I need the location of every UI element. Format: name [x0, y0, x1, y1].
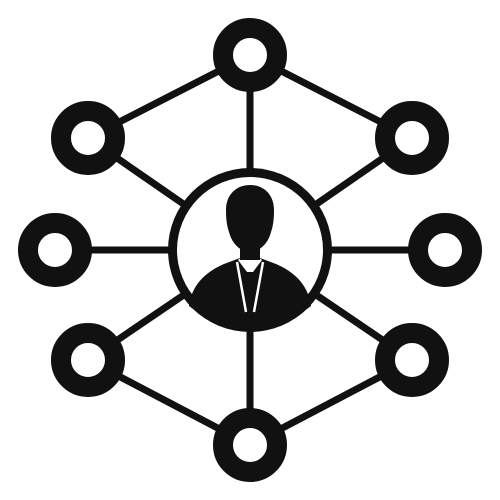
node-top-circle — [213, 18, 287, 92]
node-upper-right-circle — [375, 101, 449, 175]
avatar-tie-shape — [244, 272, 256, 318]
center-hub — [168, 168, 332, 332]
businessman-avatar-icon — [189, 185, 311, 324]
node-left-circle — [18, 213, 92, 287]
avatar-collar-shape — [238, 257, 262, 276]
outer-nodes — [18, 18, 482, 482]
node-upper-left-circle — [51, 101, 125, 175]
node-lower-left-circle — [51, 323, 125, 397]
node-right-circle — [408, 213, 482, 287]
avatar-lapel-lines — [235, 261, 265, 313]
node-bottom-circle — [213, 408, 287, 482]
node-lower-right-circle — [375, 323, 449, 397]
avatar-head-shape — [226, 185, 274, 252]
